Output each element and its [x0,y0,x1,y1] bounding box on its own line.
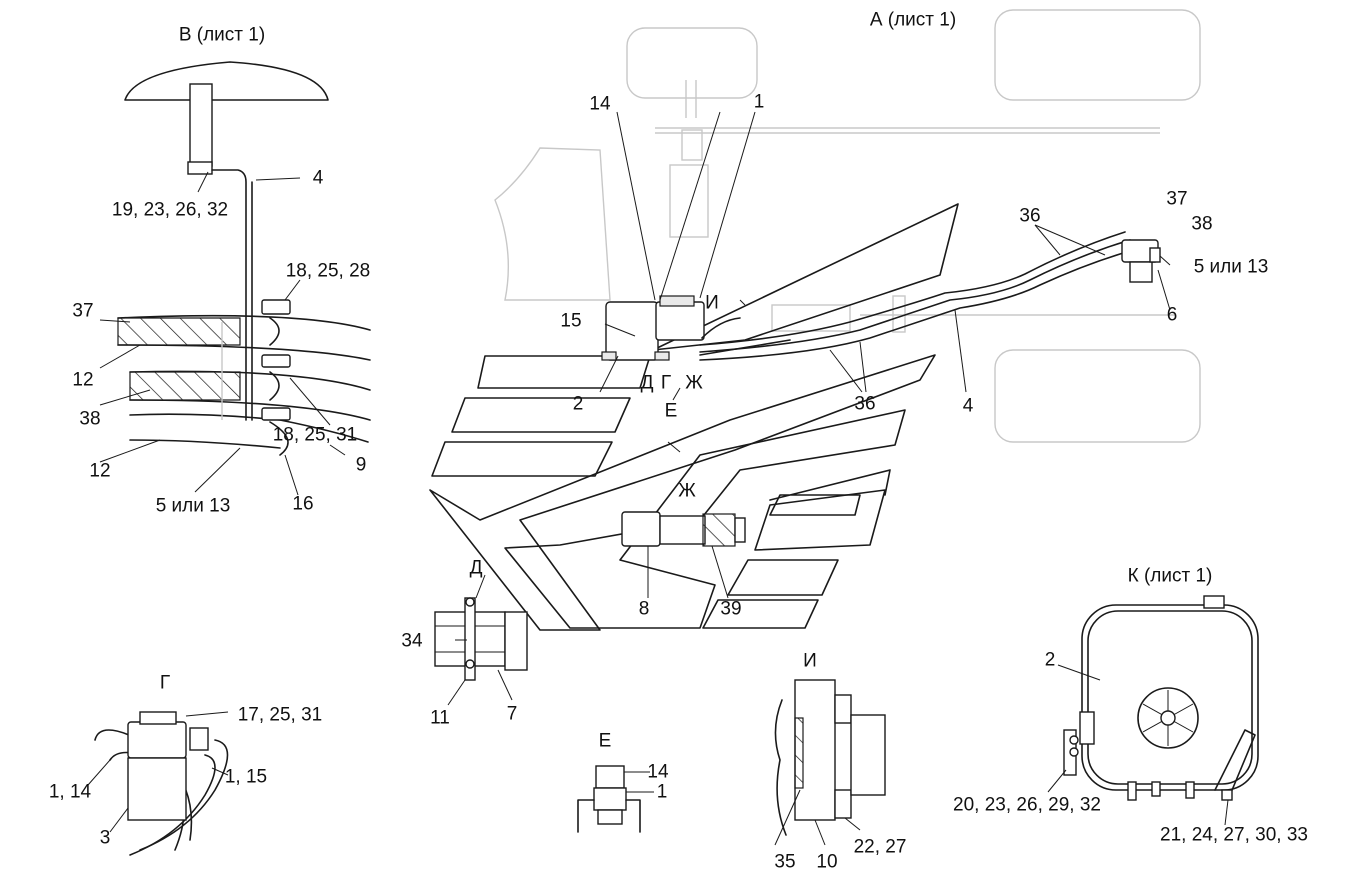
tank-2-outer [1081,604,1259,791]
hose-36-a [699,239,1131,353]
view-title-g: Г [159,672,171,694]
callout-i-22: 22, 27 [853,836,907,858]
callout-a-36a: 36 [1019,205,1041,227]
view-title-a: А (лист 1) [869,9,957,31]
callout-g-114: 1, 14 [48,781,92,803]
callout-a-5: 5 или 13 [1193,256,1269,278]
hose-37-section [117,317,241,346]
callout-b-37: 37 [72,300,94,322]
callout-a-15: 15 [560,310,582,332]
view-title-zh: Ж [678,480,696,502]
callout-b-18a: 18, 25, 28 [285,260,371,282]
bracket-strap [211,169,247,421]
view-k-detail [1047,595,1259,826]
sleeve-39 [702,513,736,547]
mounting-post [189,83,213,167]
view-title-i: И [803,650,817,672]
callout-a-4: 4 [962,395,974,417]
hose-36-b [699,247,1141,361]
callout-b-12a: 12 [72,369,94,391]
view-d-detail [434,574,528,706]
filler-cap [1203,595,1225,609]
callout-k-2: 2 [1044,649,1056,671]
callout-a-37: 37 [1166,188,1188,210]
view-i-detail [774,679,886,846]
support-bracket [1214,729,1256,796]
callout-i-10: 10 [816,851,838,873]
view-e-detail [577,765,654,833]
filter-body [127,721,187,759]
callout-b-5: 5 или 13 [155,495,231,517]
view-title-b: В (лист 1) [178,24,266,46]
clamp-top [261,299,291,315]
callout-b-38: 38 [79,408,101,430]
callout-g-115: 1, 15 [224,766,268,788]
view-a-plan [429,9,1201,631]
callout-i-35: 35 [774,851,796,873]
callout-b-19: 19, 23, 26, 32 [111,199,229,221]
view-g-detail [87,711,229,856]
floor-band-outer [429,354,936,631]
front-wheel-right [994,9,1201,101]
callout-zh-39: 39 [720,598,742,620]
callout-a-zh: Ж [685,372,703,394]
callout-a-e: Е [664,400,678,422]
callout-g-17: 17, 25, 31 [237,704,323,726]
callout-d-11: 11 [430,707,450,729]
heater-body [655,301,705,341]
view-title-k: К (лист 1) [1127,565,1213,587]
callout-a-d: Д [640,372,654,394]
rear-wheel-right [994,349,1201,443]
callout-b-4: 4 [312,167,324,189]
tank-top-outline [124,61,329,101]
hose-36-c [699,231,1126,346]
valve-block [1129,261,1153,283]
callout-b-18b: 18, 25, 31 [272,424,358,446]
callout-a-1: 1 [753,91,765,113]
callout-e-1: 1 [656,781,668,803]
callout-zh-8: 8 [638,598,650,620]
callout-b-12b: 12 [89,460,111,482]
callout-a-i: И [705,292,719,314]
callout-a-14: 14 [589,93,611,115]
hose-38-section [129,371,241,401]
callout-a-36b: 36 [854,393,876,415]
clamp-low [261,407,291,421]
fitting-1 [593,787,627,811]
view-title-d: Д [469,557,483,579]
fitting-14 [595,765,625,789]
callout-g-3: 3 [99,827,111,849]
fitting-8 [621,511,661,547]
seal-35 [794,717,804,789]
view-title-e: Е [598,730,612,752]
callout-k-21: 21, 24, 27, 30, 33 [1160,824,1308,846]
callout-a-38: 38 [1191,213,1213,235]
callout-d-7: 7 [506,703,518,725]
view-b-detail [99,61,371,496]
callout-k-20: 20, 23, 26, 29, 32 [953,794,1101,816]
callout-b-16: 16 [292,493,314,515]
callout-d-34: 34 [401,630,423,652]
post-foot [187,161,213,175]
clamp-mid [261,354,291,368]
pump-I [659,295,695,307]
fitting-left [1079,711,1095,745]
sender-flange [1137,687,1199,749]
callout-a-g: Г [660,372,672,394]
callout-b-9: 9 [355,454,367,476]
callout-a-2: 2 [572,393,584,415]
wall-break [774,699,787,836]
sender-spokes [1142,690,1194,746]
flange [850,714,886,796]
heater-2 [605,301,659,361]
callout-a-6: 6 [1166,304,1178,326]
front-wheel-left [626,27,758,99]
callout-e-14: 14 [647,761,669,783]
